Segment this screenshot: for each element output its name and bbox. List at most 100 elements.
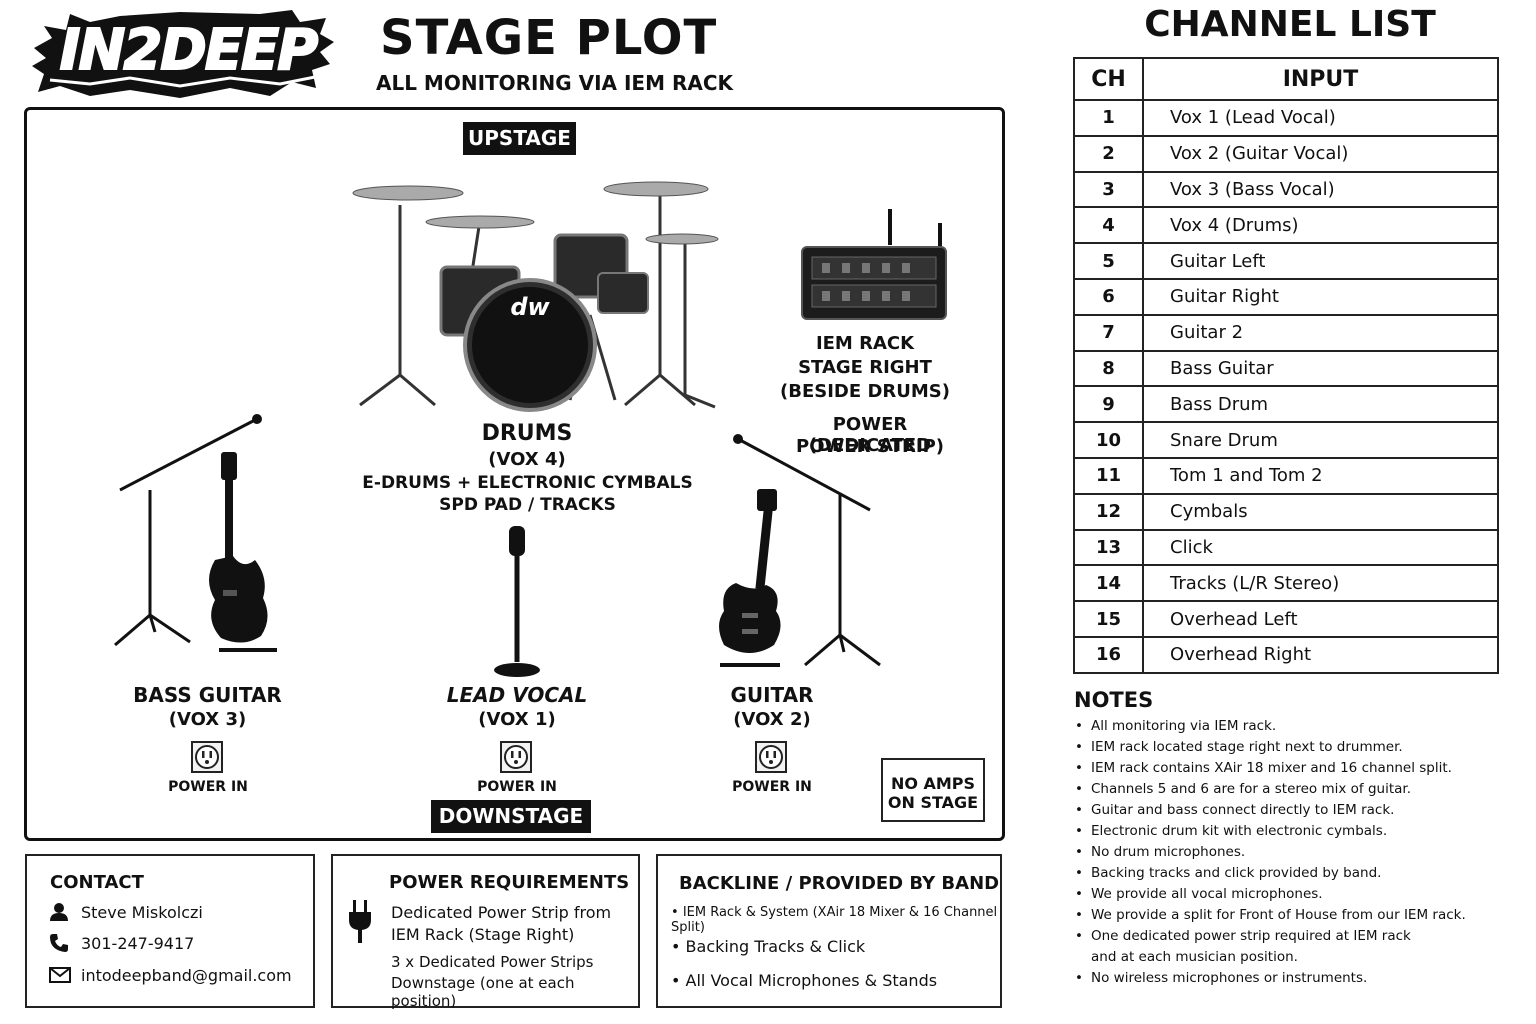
list-item: We provide all vocal microphones. bbox=[1074, 884, 1524, 905]
iem-rack-title: IEM RACK bbox=[815, 333, 915, 354]
lead-vocal-mic-stand-icon bbox=[486, 522, 548, 680]
channel-number: 11 bbox=[1073, 456, 1144, 495]
list-item: Guitar and bass connect directly to IEM … bbox=[1074, 800, 1524, 821]
power-line-1: Dedicated Power Strip from bbox=[391, 903, 612, 922]
channel-number: 12 bbox=[1073, 492, 1144, 531]
drums-vox: (VOX 4) bbox=[488, 449, 566, 470]
notes-title: NOTES bbox=[1074, 688, 1154, 712]
list-item: • Backing Tracks & Click bbox=[671, 937, 866, 956]
channel-input: Vox 3 (Bass Vocal) bbox=[1142, 170, 1499, 209]
guitar-title: GUITAR bbox=[730, 683, 814, 707]
page-title: STAGE PLOT bbox=[380, 10, 718, 66]
list-item: IEM rack contains XAir 18 mixer and 16 c… bbox=[1074, 758, 1524, 779]
channel-number: 9 bbox=[1073, 385, 1144, 424]
channel-input: Tracks (L/R Stereo) bbox=[1142, 564, 1499, 603]
power-requirements-title: POWER REQUIREMENTS bbox=[389, 872, 630, 893]
band-logo: IN2DEEP bbox=[30, 8, 336, 100]
channel-number: 4 bbox=[1073, 206, 1144, 245]
channel-number: 15 bbox=[1073, 600, 1144, 638]
logo-text: IN2DEEP bbox=[59, 17, 320, 84]
power-line-3: 3 x Dedicated Power Strips bbox=[391, 953, 594, 971]
no-amps-line-2: ON STAGE bbox=[887, 793, 979, 812]
phone-icon bbox=[49, 933, 69, 957]
channel-input: Bass Guitar bbox=[1142, 349, 1499, 388]
backline-item-1: IEM Rack & System (XAir 18 Mixer & 16 Ch… bbox=[671, 905, 998, 935]
channel-input: Vox 2 (Guitar Vocal) bbox=[1142, 134, 1499, 173]
channel-input: Cymbals bbox=[1142, 492, 1499, 531]
channel-list-title: CHANNEL LIST bbox=[1144, 4, 1436, 45]
bass-guitar-icon bbox=[203, 450, 293, 660]
channel-number: 2 bbox=[1073, 134, 1144, 173]
iem-power-note-2: POWER STRIP) bbox=[796, 436, 944, 457]
channel-number: 14 bbox=[1073, 564, 1144, 603]
column-header-ch: CH bbox=[1073, 57, 1144, 101]
channel-number: 3 bbox=[1073, 170, 1144, 209]
channel-input: Vox 4 (Drums) bbox=[1142, 206, 1499, 245]
downstage-label: DOWNSTAGE bbox=[431, 800, 591, 833]
channel-number: 10 bbox=[1073, 421, 1144, 459]
bass-mic-stand-icon bbox=[105, 410, 295, 660]
drum-kit-icon: dw bbox=[340, 165, 740, 415]
list-item: IEM rack located stage right next to dru… bbox=[1074, 737, 1524, 758]
iem-rack-icon bbox=[798, 205, 950, 325]
lead-vocal-vox: (VOX 1) bbox=[478, 709, 556, 730]
channel-number: 16 bbox=[1073, 635, 1144, 674]
drums-title: DRUMS bbox=[481, 421, 573, 446]
channel-input: Vox 1 (Lead Vocal) bbox=[1142, 99, 1499, 137]
channel-input: Overhead Left bbox=[1142, 600, 1499, 638]
channel-number: 8 bbox=[1073, 349, 1144, 388]
page-subtitle: ALL MONITORING VIA IEM RACK bbox=[376, 71, 734, 95]
list-item: All monitoring via IEM rack. bbox=[1074, 716, 1524, 737]
power-requirements-box: POWER REQUIREMENTS Dedicated Power Strip… bbox=[331, 854, 640, 1010]
guitar-power-label: POWER IN bbox=[732, 779, 812, 795]
guitar-power-outlet-icon bbox=[755, 741, 787, 773]
backline-item-2: Backing Tracks & Click bbox=[685, 937, 866, 956]
lead-power-label: POWER IN bbox=[477, 779, 557, 795]
channel-number: 5 bbox=[1073, 242, 1144, 280]
contact-name: Steve Miskolczi bbox=[81, 903, 203, 922]
channel-number: 1 bbox=[1073, 99, 1144, 137]
channel-input: Guitar Right bbox=[1142, 277, 1499, 316]
drums-description: E-DRUMS + ELECTRONIC CYMBALS bbox=[362, 473, 693, 493]
drum-brand-logo: dw bbox=[510, 293, 550, 321]
no-amps-notice: NO AMPS ON STAGE bbox=[881, 758, 985, 822]
list-item: • IEM Rack & System (XAir 18 Mixer & 16 … bbox=[671, 905, 998, 935]
list-item: Channels 5 and 6 are for a stereo mix of… bbox=[1074, 779, 1524, 800]
channel-input: Overhead Right bbox=[1142, 635, 1499, 674]
plug-icon bbox=[347, 900, 373, 948]
contact-email[interactable]: intodeepband@gmail.com bbox=[81, 966, 292, 985]
contact-phone[interactable]: 301-247-9417 bbox=[81, 934, 195, 953]
channel-number: 7 bbox=[1073, 313, 1144, 352]
envelope-icon bbox=[49, 967, 71, 987]
list-item: Electronic drum kit with electronic cymb… bbox=[1074, 821, 1524, 842]
column-header-input: INPUT bbox=[1142, 57, 1499, 101]
list-item: Backing tracks and click provided by ban… bbox=[1074, 863, 1524, 884]
power-line-2: IEM Rack (Stage Right) bbox=[391, 925, 575, 944]
contact-title: CONTACT bbox=[50, 872, 144, 893]
list-item: One dedicated power strip required at IE… bbox=[1074, 926, 1431, 968]
contact-box: CONTACT Steve Miskolczi 301-247-9417 int… bbox=[25, 854, 315, 1008]
power-line-4: Downstage (one at each position) bbox=[391, 974, 575, 1010]
backline-box: BACKLINE / PROVIDED BY BAND • IEM Rack &… bbox=[656, 854, 1002, 1008]
drums-description-2: SPD PAD / TRACKS bbox=[439, 495, 616, 515]
list-item: We provide a split for Front of House fr… bbox=[1074, 905, 1524, 926]
lead-vocal-title: LEAD VOCAL bbox=[446, 683, 588, 707]
person-icon bbox=[49, 902, 69, 926]
channel-input: Tom 1 and Tom 2 bbox=[1142, 456, 1499, 495]
channel-input: Bass Drum bbox=[1142, 385, 1499, 424]
